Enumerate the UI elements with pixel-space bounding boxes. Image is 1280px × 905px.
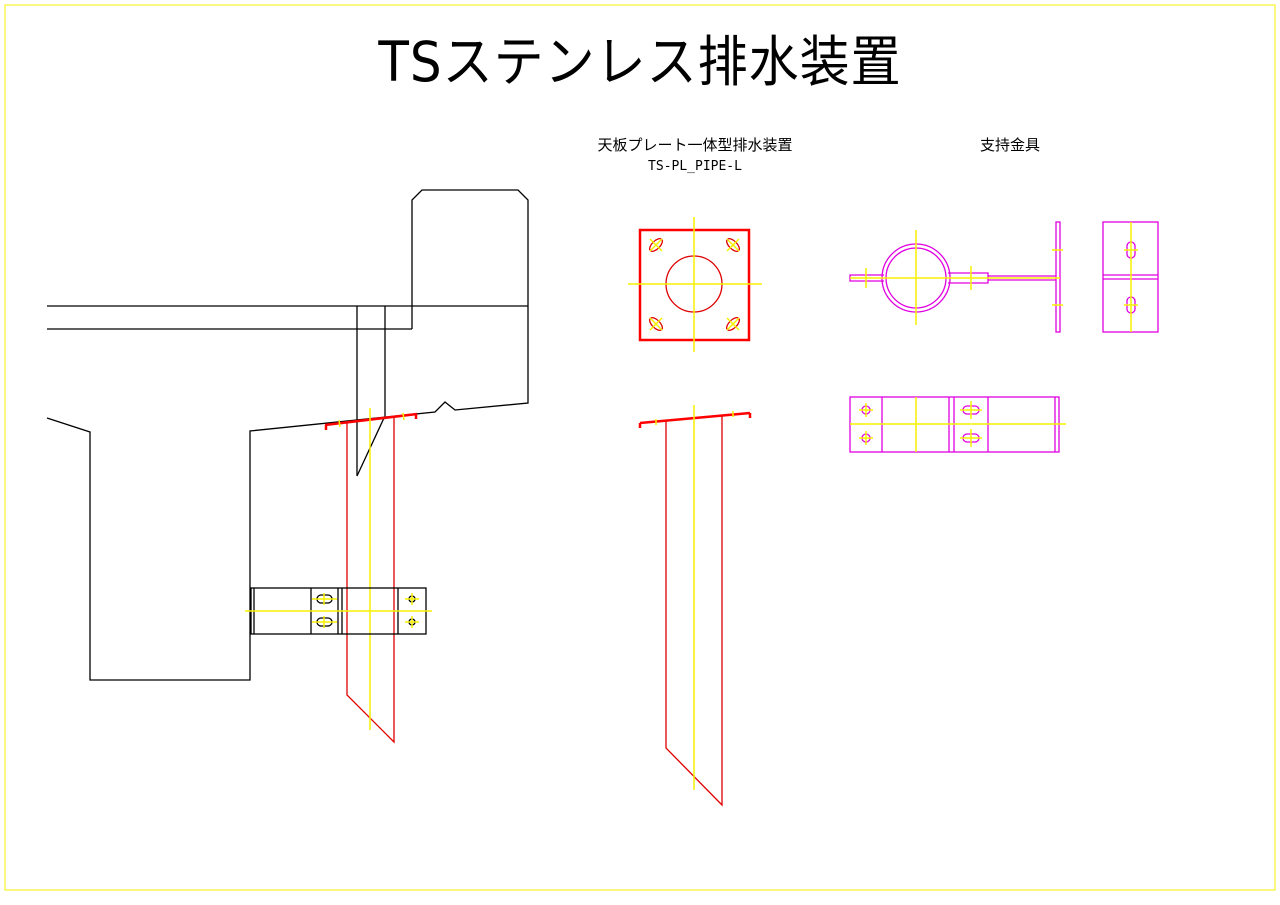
drawing-frame [4,4,1276,891]
bracket-top-view [849,221,1063,333]
product-model-label: TS-PL_PIPE-L [648,159,742,174]
bracket-side-view [1102,221,1159,333]
drain-side-view [638,405,752,807]
product-name-label: 天板プレート一体型排水装置 [597,136,793,154]
bracket-front-view [849,396,1066,453]
drain-plate-plan-view [628,217,762,352]
installation-section-view [46,189,529,744]
installed-bracket [245,587,432,635]
bracket-label: 支持金具 [979,136,1041,154]
drawing-title: TSステンレス排水装置 [378,30,902,95]
installed-drain [324,408,418,744]
bolt-slots [649,238,740,331]
bridge-structure [46,189,529,681]
